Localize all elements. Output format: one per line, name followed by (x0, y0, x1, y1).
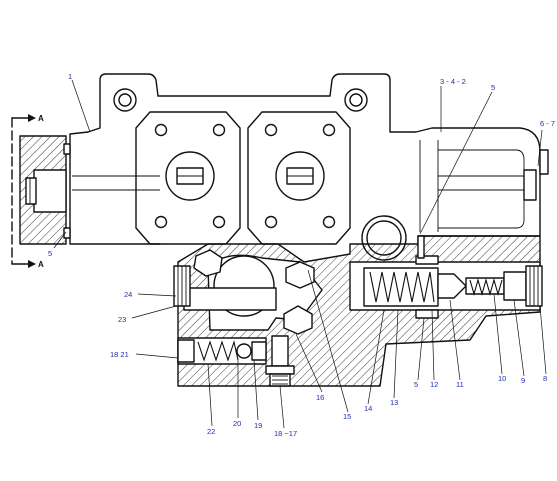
section-marker: A A (11, 114, 44, 269)
callout-24: 24 (124, 290, 132, 299)
callout-5-bottom: 5 (414, 380, 418, 389)
callout-22: 22 (207, 427, 215, 436)
callout-3-4-2: 3 - 4 - 2 (440, 77, 466, 86)
section-label-bottom: A (38, 260, 44, 269)
callout-20: 20 (233, 419, 241, 428)
mounting-boss-left (113, 88, 137, 112)
callout-16: 16 (316, 393, 324, 402)
callout-12: 12 (430, 380, 438, 389)
left-end-cap (19, 135, 71, 245)
callout-labels: 1 3 - 4 - 2 5 6 - 7 5 24 23 18 21 22 20 … (48, 72, 555, 438)
callout-5-left: 5 (48, 249, 52, 258)
section-label-top: A (38, 114, 44, 123)
left-side-plug (173, 265, 191, 307)
port-flange-right (247, 111, 351, 245)
bottom-plug (265, 335, 295, 387)
callout-19: 19 (254, 421, 262, 430)
callout-18-21: 18 21 (110, 350, 129, 359)
mounting-boss-right (344, 88, 368, 112)
callout-8: 8 (543, 374, 547, 383)
callout-15: 15 (343, 412, 351, 421)
section-arrow-bottom-icon (28, 260, 36, 268)
callout-13: 13 (390, 398, 398, 407)
callout-23: 23 (118, 315, 126, 324)
callout-5-top: 5 (491, 83, 495, 92)
callout-1: 1 (68, 72, 72, 81)
relief-valve (349, 149, 549, 319)
hex-plug-upper-left (193, 249, 223, 277)
callout-10: 10 (498, 374, 506, 383)
callout-11: 11 (456, 380, 464, 389)
callout-14: 14 (364, 404, 372, 413)
lower-check-valve (177, 337, 267, 365)
hex-plug-lower (283, 305, 313, 335)
callout-6-7: 6 - 7 (540, 119, 555, 128)
callout-9: 9 (521, 376, 525, 385)
hex-plug-upper-right (285, 261, 315, 289)
leader-lines (53, 79, 547, 429)
section-arrow-top-icon (28, 114, 36, 122)
callout-18-17: 18 ~17 (274, 429, 297, 438)
valve-body-upper (69, 73, 541, 245)
port-flange-left (135, 111, 241, 245)
